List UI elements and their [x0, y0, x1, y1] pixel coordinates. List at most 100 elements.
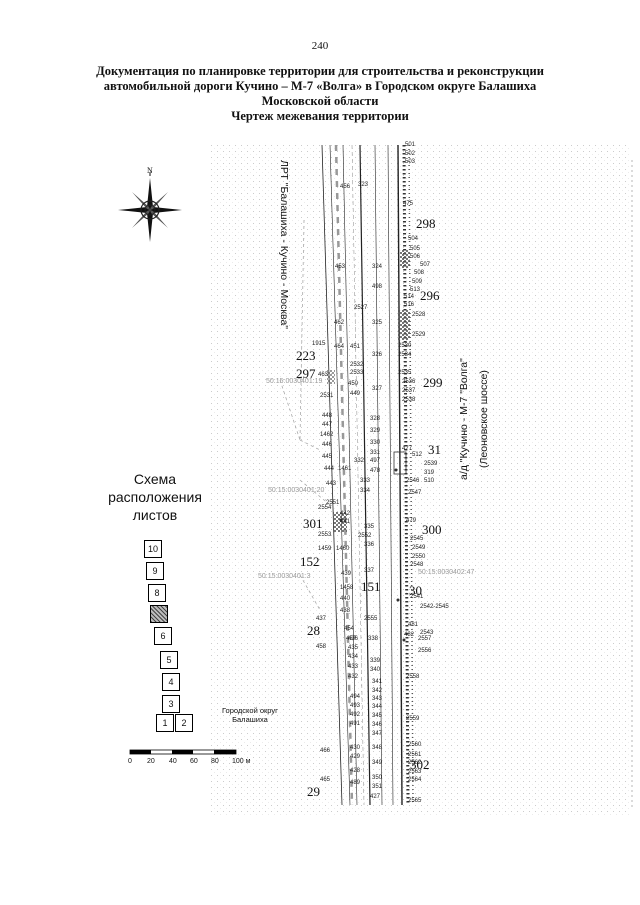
parcel-number: 449	[350, 391, 361, 397]
parcel-number: 427	[370, 794, 381, 800]
parcel-number: 436	[348, 636, 359, 642]
parcel-number: 429	[350, 754, 361, 760]
parcel-number: 1459	[318, 546, 332, 552]
parcel-number: 2535	[398, 370, 412, 376]
parcel-number: 444	[324, 466, 335, 472]
parcel-number: 2562	[408, 760, 422, 766]
parcel-number: 2555	[364, 616, 378, 622]
parcel-number: 456	[340, 184, 351, 190]
parcel-number: 465	[320, 777, 331, 783]
right-road-label-1: а/д "Кучино - М-7 "Волга"	[458, 358, 470, 480]
parcel-number: 1915	[312, 341, 326, 347]
parcel-number: 1461	[338, 466, 352, 472]
parcel-number: 349	[372, 760, 383, 766]
scheme-title-line: расположения	[108, 489, 202, 505]
parcel-number: 344	[372, 704, 383, 710]
parcel-number: 338	[368, 636, 379, 642]
parcel-number: 2554	[318, 505, 332, 511]
parcel-number: 479	[406, 518, 417, 524]
cadastral-number: 50:15:0030401:19	[266, 378, 323, 385]
parcel-number: 435	[348, 645, 359, 651]
zone-label: 299	[423, 375, 443, 390]
parcel-number: 457	[346, 636, 357, 642]
parcel-number: 2542-2545	[420, 604, 449, 610]
parcel-number: 340	[370, 667, 381, 673]
parcel-number: 442	[340, 511, 351, 517]
zone-label: 28	[307, 623, 320, 638]
parcel-number: 2531	[320, 393, 334, 399]
parcel-number: 508	[414, 270, 425, 276]
parcel-number: 482	[404, 632, 415, 638]
zone-label: 29	[307, 784, 320, 799]
parcel-number: 432	[348, 674, 359, 680]
parcel-number: 327	[372, 386, 383, 392]
zone-label: 297	[296, 366, 316, 381]
zone-label: 298	[416, 216, 436, 231]
cadastral-number: 50:15:0030402:47	[418, 569, 475, 576]
parcel-number: 1458	[340, 585, 354, 591]
parcel-number: 2547	[408, 490, 422, 496]
parcel-number: 505	[410, 246, 421, 252]
scale-tick: 80	[211, 758, 219, 765]
parcel-number: 478	[370, 468, 381, 474]
parcel-number: 430	[350, 745, 361, 751]
parcel-number: 2548	[410, 562, 424, 568]
zone-label: 30	[409, 583, 422, 598]
parcel-number: 2530	[398, 343, 412, 349]
parcel-number: 329	[370, 428, 381, 434]
parcel-number: 2543	[420, 630, 434, 636]
scale-tick: 0	[128, 758, 132, 765]
parcel-number: 324	[372, 264, 383, 270]
parcel-number: 2546	[406, 478, 420, 484]
parcel-number: 512	[412, 452, 423, 458]
sheet-6: 6	[154, 627, 172, 645]
zone-label: 223	[296, 348, 316, 363]
zone-label: 151	[361, 579, 381, 594]
parcel-number: 2565	[408, 798, 422, 804]
zone-label: 302	[410, 757, 430, 772]
district-line: Балашиха	[232, 715, 268, 724]
parcel-number: 334	[360, 488, 371, 494]
sheet-9: 9	[146, 562, 164, 580]
parcel-number: 492	[350, 712, 361, 718]
parcel-number: 332	[354, 458, 365, 464]
cadastral-number: 50:15:0030401:20	[268, 487, 325, 494]
parcel-number: 2538	[402, 397, 416, 403]
scale-tick: 100 м	[232, 758, 251, 765]
hatched-parcel	[400, 250, 410, 268]
parcel-number: 2536	[402, 379, 416, 385]
parcel-number: 451	[350, 344, 361, 350]
title-line-1: Документация по планировке территории дл…	[96, 64, 544, 78]
parcel-number: 323	[358, 182, 369, 188]
hatched-parcel	[398, 310, 410, 340]
parcel-number: 491	[350, 721, 361, 727]
parcel-number: 2551	[326, 500, 340, 506]
page-number: 240	[311, 40, 329, 52]
parcel-number: 2563	[408, 769, 422, 775]
sheet-10: 10	[144, 540, 162, 558]
parcel-number: 2541	[410, 594, 424, 600]
compass-north-label: N	[147, 166, 153, 175]
document-title: Документация по планировке территории дл…	[60, 64, 580, 124]
sheet-1: 1	[156, 714, 174, 732]
sheet-5: 5	[160, 651, 178, 669]
scale-tick: 40	[169, 758, 177, 765]
parcel-number: 330	[370, 440, 381, 446]
parcel-number: 2527	[354, 305, 368, 311]
zone-label: 301	[303, 516, 323, 531]
parcel-number: 477	[402, 446, 413, 452]
parcel-number: 516	[404, 302, 415, 308]
hatched-parcel	[327, 370, 335, 384]
parcel-number: 434	[348, 654, 359, 660]
parcel-number: 2559	[406, 716, 420, 722]
zone-label: 31	[428, 442, 441, 457]
parcel-number: 2545	[410, 536, 424, 542]
district-label: Городской округ Балашиха	[222, 706, 278, 724]
parcel-number: 333	[360, 478, 371, 484]
scheme-title-line: Схема	[133, 471, 177, 487]
cadastral-number: 50:15:0030401:3	[258, 573, 311, 580]
sheet-3: 3	[162, 695, 180, 713]
parcel-number: 450	[348, 381, 359, 387]
parcel-number: 493	[350, 703, 361, 709]
parcel-number: 2532	[350, 362, 364, 368]
